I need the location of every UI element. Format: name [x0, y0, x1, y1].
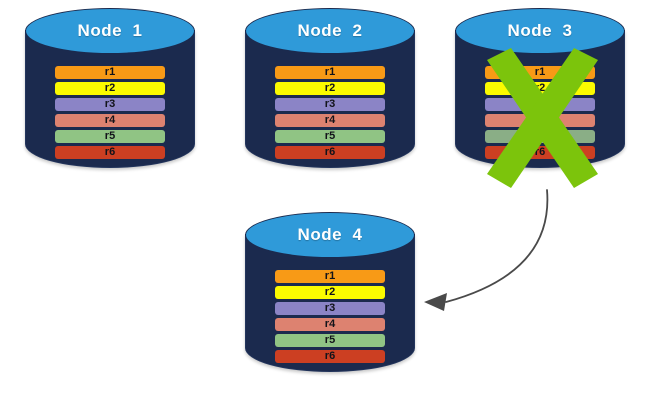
row-bar: r5	[484, 130, 596, 143]
row-bar: r2	[274, 82, 386, 95]
row-bar: r1	[54, 66, 166, 79]
node-3-rows: r1 r2 r3 r4 r5 r6	[455, 66, 625, 159]
row-bar: r1	[274, 66, 386, 79]
node-4-cylinder-top	[245, 212, 415, 258]
row-bar: r2	[274, 286, 386, 299]
row-bar: r6	[484, 146, 596, 159]
row-bar: r3	[54, 98, 166, 111]
row-bar: r4	[54, 114, 166, 127]
row-bar: r6	[54, 146, 166, 159]
node-2-label: Node 2	[297, 21, 363, 40]
row-bar: r6	[274, 146, 386, 159]
arrow-head-icon	[424, 293, 447, 311]
row-bar: r3	[274, 302, 386, 315]
row-bar: r3	[274, 98, 386, 111]
node-2-cylinder-top	[245, 8, 415, 54]
row-bar: r4	[274, 318, 386, 331]
node-1-rows: r1 r2 r3 r4 r5 r6	[25, 66, 195, 159]
node-4-label: Node 4	[297, 225, 363, 244]
row-bar: r6	[274, 350, 386, 363]
node-4-rows: r1 r2 r3 r4 r5 r6	[245, 270, 415, 363]
row-bar: r2	[54, 82, 166, 95]
node-1[interactable]: Node 1 r1 r2 r3 r4 r5 r6	[25, 8, 195, 190]
row-bar: r2	[484, 82, 596, 95]
node-3-cylinder-top	[455, 8, 625, 54]
node-3-label: Node 3	[507, 21, 573, 40]
node-1-cylinder-top	[25, 8, 195, 54]
node-3[interactable]: Node 3 r1 r2 r3 r4 r5 r6	[455, 8, 625, 190]
row-bar: r1	[484, 66, 596, 79]
node-2[interactable]: Node 2 r1 r2 r3 r4 r5 r6	[245, 8, 415, 190]
arrow-line	[445, 189, 549, 303]
row-bar: r3	[484, 98, 596, 111]
node-1-label: Node 1	[77, 21, 143, 40]
row-bar: r5	[274, 130, 386, 143]
row-bar: r1	[274, 270, 386, 283]
row-bar: r4	[274, 114, 386, 127]
row-bar: r5	[54, 130, 166, 143]
node-2-rows: r1 r2 r3 r4 r5 r6	[245, 66, 415, 159]
row-bar: r4	[484, 114, 596, 127]
row-bar: r5	[274, 334, 386, 347]
node-4[interactable]: Node 4 r1 r2 r3 r4 r5 r6	[245, 212, 415, 394]
